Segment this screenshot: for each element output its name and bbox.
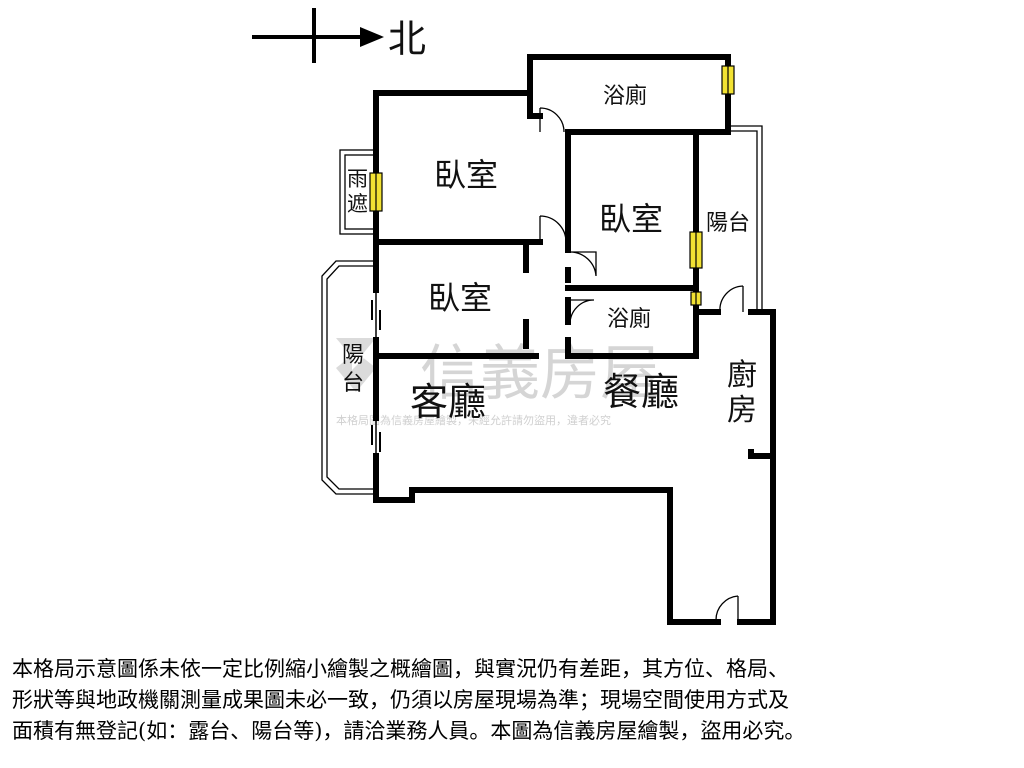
walls [373, 54, 776, 625]
room-label-balcony-left-2: 台 [342, 371, 364, 396]
north-arrow-icon [252, 8, 384, 63]
room-label-kitchen-2: 房 [727, 393, 757, 428]
room-label-living: 客廳 [410, 380, 486, 424]
disclaimer-line: 本格局示意圖係未依一定比例縮小繪製之概繪圖，與實況仍有差距，其方位、格局、 [12, 657, 789, 681]
room-label-bedroom-middle: 臥室 [599, 200, 663, 238]
watermark-notice: 本格局圖為信義房屋繪製，未經允許請勿盜用，違者必究 [336, 413, 611, 427]
room-label-balcony-left-1: 陽 [342, 343, 364, 368]
door-swing [569, 299, 595, 325]
door-swing [539, 107, 565, 133]
door-swing [569, 251, 597, 277]
door-swing [539, 215, 567, 243]
room-label-dining: 餐廳 [603, 370, 679, 414]
disclaimer-text: 本格局示意圖係未依一定比例縮小繪製之概繪圖，與實況仍有差距，其方位、格局、 形狀… [12, 654, 1017, 747]
door-swing [719, 285, 744, 313]
door-swing [715, 595, 739, 622]
room-label-balcony-right: 陽台 [706, 211, 750, 236]
room-label-bathroom-small: 浴廁 [607, 307, 651, 332]
floor-plan: 北 信義房屋 本格局圖為信義房屋繪製，未經允許請勿盜用，違者必究 [252, 8, 776, 625]
left-balcony-outline [321, 260, 376, 495]
room-label-canopy-1: 雨 [347, 167, 368, 191]
disclaimer-line: 形狀等與地政機關測量成果圖未必一致，仍須以房屋現場為準；現場空間使用方式及 [12, 688, 789, 712]
room-label-canopy-2: 遮 [347, 192, 368, 216]
watermark: 信義房屋 本格局圖為信義房屋繪製，未經允許請勿盜用，違者必究 [336, 338, 660, 427]
room-label-bedroom-left: 臥室 [428, 279, 492, 317]
room-label-bedroom-master: 臥室 [434, 156, 498, 194]
brand-logo-icon [336, 338, 376, 392]
room-label-kitchen-1: 廚 [727, 358, 757, 393]
north-label: 北 [388, 17, 426, 61]
disclaimer-line: 面積有無登記(如：露台、陽台等)，請洽業務人員。本圖為信義房屋繪製，盜用必究。 [12, 719, 806, 743]
windows [369, 65, 735, 306]
watermark-brand: 信義房屋 [420, 339, 660, 409]
doors [539, 107, 744, 622]
right-balcony-outline [728, 125, 763, 312]
room-label-bathroom-top: 浴廁 [603, 84, 647, 109]
